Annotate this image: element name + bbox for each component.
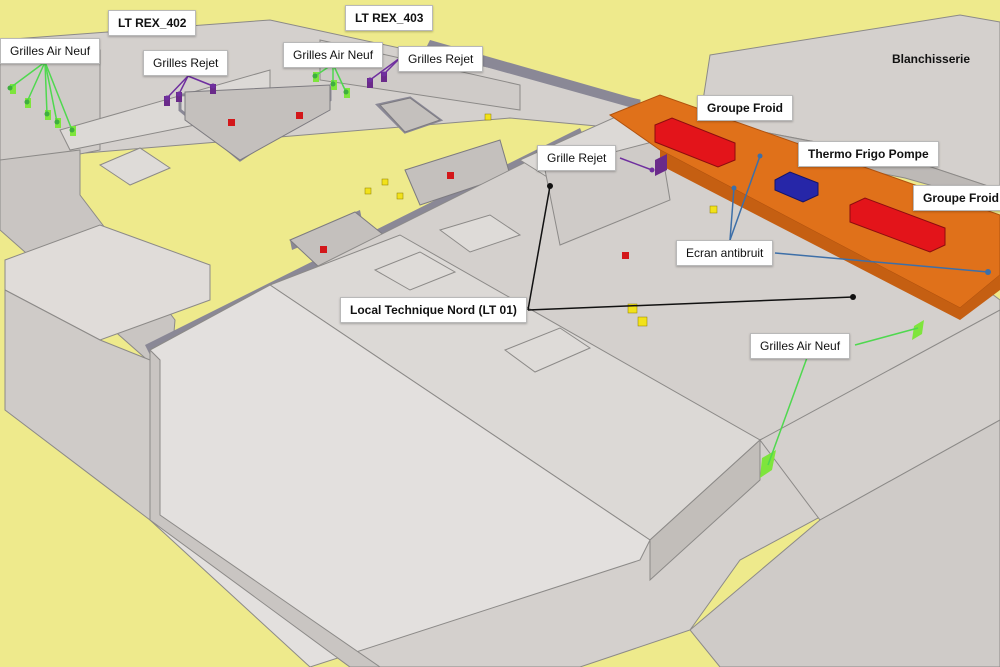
leader-lines-ecran (729, 155, 989, 273)
label-blanchisserie: Blanchisserie (892, 52, 971, 66)
leader-points-rejet (164, 71, 655, 173)
leader-lines-lt01 (527, 185, 854, 311)
label-grilles-air-neuf-left: Grilles Air Neuf (0, 38, 101, 64)
thermo-frigo-pompe-unit (774, 171, 819, 203)
label-groupe-froid-2: Groupe Froid (913, 185, 1000, 211)
label-grilles-air-neuf-right: Grilles Air Neuf (750, 333, 851, 359)
leader-points-lt01 (547, 183, 856, 300)
leader-points-ecran (731, 153, 991, 275)
left-lower-building (4, 224, 211, 522)
label-grilles-rejet-2: Grilles Rejet (398, 46, 484, 72)
label-ecran-antibruit: Ecran antibruit (676, 240, 774, 266)
label-lt-rex-403: LT REX_403 (345, 5, 434, 31)
grilles-rejet-marks (164, 72, 667, 176)
roof-hatches (98, 147, 592, 373)
leader-points-air-neuf (7, 73, 349, 133)
label-groupe-froid-1: Groupe Froid (697, 95, 793, 121)
label-grilles-air-neuf-mid: Grilles Air Neuf (283, 42, 384, 68)
groupe-froid-units (654, 117, 946, 253)
leader-lines-air-neuf (9, 61, 919, 466)
label-grilles-rejet-1: Grilles Rejet (143, 50, 229, 76)
leader-lines-rejet (166, 57, 653, 171)
label-thermo-frigo-pompe: Thermo Frigo Pompe (798, 141, 939, 167)
label-local-technique-nord: Local Technique Nord (LT 01) (340, 297, 527, 323)
lower-right-building (689, 309, 1000, 667)
extract-yellow-units (364, 113, 718, 327)
label-grille-rejet: Grille Rejet (537, 145, 617, 171)
label-lt-rex-402: LT REX_402 (108, 10, 197, 36)
